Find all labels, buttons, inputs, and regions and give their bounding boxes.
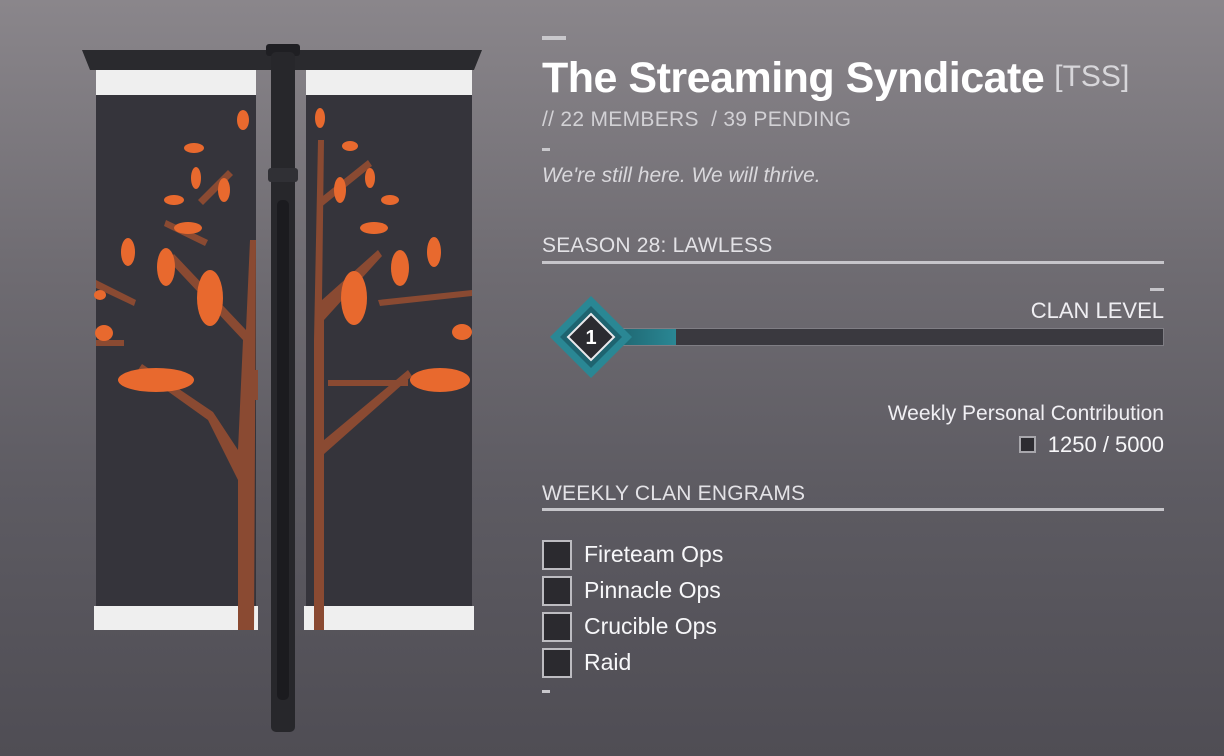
weekly-contribution-label: Weekly Personal Contribution (887, 402, 1164, 425)
engrams-divider (542, 508, 1164, 511)
engram-label: Raid (584, 649, 632, 675)
clan-motto: We're still here. We will thrive. (542, 164, 821, 187)
checkbox[interactable] (542, 648, 572, 678)
banner-tree-left (138, 240, 256, 630)
clan-level-label: CLAN LEVEL (1030, 298, 1164, 323)
engrams-label: WEEKLY CLAN ENGRAMS (542, 482, 806, 505)
engram-label: Crucible Ops (584, 613, 717, 639)
season-label: SEASON 28: LAWLESS (542, 234, 773, 257)
clan-name: The Streaming Syndicate (542, 54, 1045, 102)
checkbox[interactable] (542, 576, 572, 606)
clan-banner (78, 40, 488, 740)
clan-membership: // 22 MEMBERS / 39 PENDING (542, 108, 851, 132)
engram-label: Fireteam Ops (584, 541, 724, 567)
divider-dash (542, 36, 566, 40)
clan-level-diamond-icon: 1 (550, 296, 632, 378)
banner-right-cloth (306, 70, 472, 630)
pending-count: / 39 PENDING (711, 108, 852, 131)
clan-banner-image (82, 44, 482, 732)
clan-title: The Streaming Syndicate [TSS] (542, 54, 1129, 103)
checkbox[interactable] (542, 612, 572, 642)
engram-label: Pinnacle Ops (584, 577, 721, 603)
season-divider (542, 261, 1164, 264)
divider-tick (1150, 288, 1164, 291)
member-count: // 22 MEMBERS (542, 108, 699, 131)
contribution-icon (1018, 436, 1036, 453)
checkbox[interactable] (542, 540, 572, 570)
divider-dash (542, 148, 550, 151)
clan-level-value: 1 (585, 327, 596, 349)
clan-level-progress-bar (602, 328, 1164, 346)
banner-leaves (94, 108, 472, 392)
clan-tag: [TSS] (1054, 60, 1130, 93)
divider-dash (542, 690, 550, 693)
weekly-contribution: 1250 / 5000 (1018, 432, 1164, 458)
banner-left-cloth (96, 70, 256, 630)
weekly-contribution-value: 1250 / 5000 (1047, 432, 1164, 457)
